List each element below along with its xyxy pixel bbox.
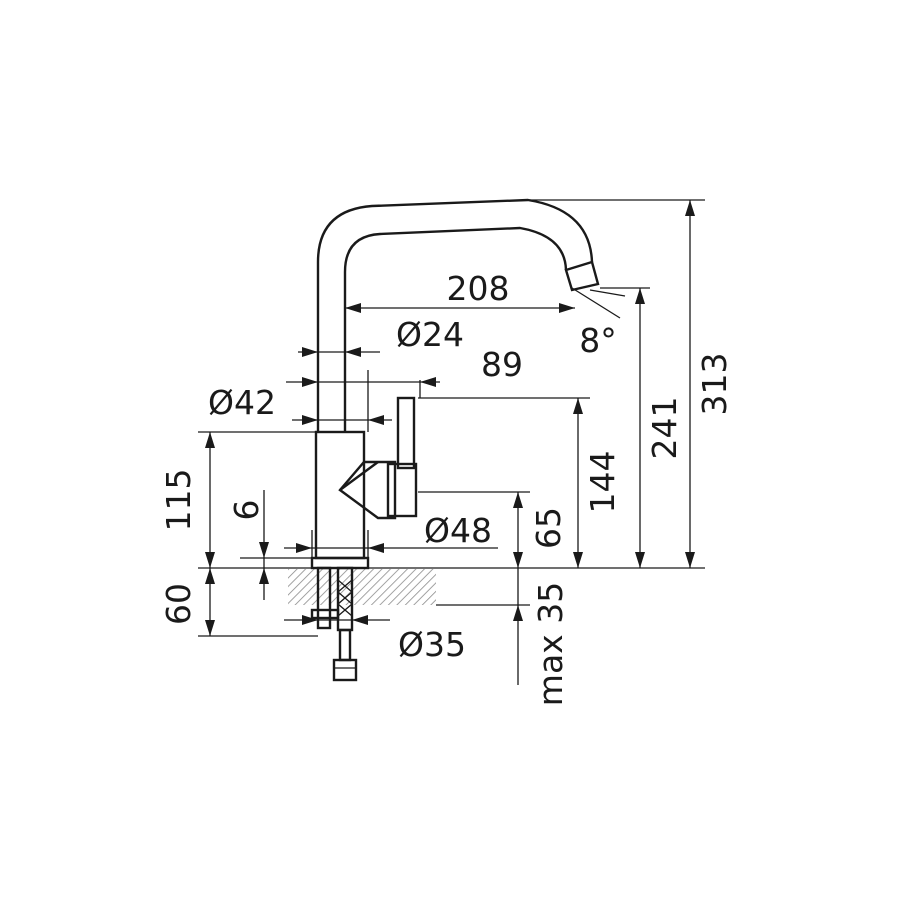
dim-below-deck-length: 60 [159,583,198,625]
dim-lever-height: 65 [529,507,568,549]
dim-spout-outlet-height: 241 [645,397,684,460]
arrowheads [205,200,695,636]
dim-body-height: 115 [159,469,198,532]
dim-body-diameter: Ø42 [208,383,276,422]
dim-base-ring-height: 6 [227,500,266,521]
dim-max-deck-thickness: max 35 [531,582,570,706]
dim-spout-reach: 208 [447,269,510,308]
countertop-hatching [288,569,436,605]
dim-spout-diameter: Ø24 [396,315,464,354]
dim-base-diameter: Ø48 [424,511,492,550]
dim-handle-height: 144 [583,451,622,514]
faucet-outline [310,198,600,682]
dim-total-height: 313 [695,353,734,416]
dim-shank-diameter: Ø35 [398,625,466,664]
dim-handle-reach: 89 [481,345,523,384]
dim-spout-angle: 8° [579,321,617,360]
extension-lines [198,199,705,637]
